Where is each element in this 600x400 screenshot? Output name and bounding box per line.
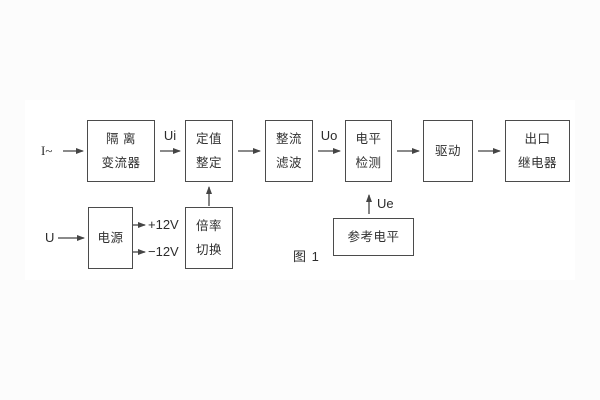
block-label: 电源 xyxy=(97,231,124,245)
label-signal-ui: Ui xyxy=(163,128,177,143)
block-label: 整流 xyxy=(275,132,302,146)
block-label: 出口 xyxy=(524,132,551,146)
label-signal-uo: Uo xyxy=(320,128,338,143)
label-rail-plus: +12V xyxy=(148,217,179,232)
block-setting-adjustment: 定值 整定 xyxy=(185,120,233,182)
block-label: 定值 xyxy=(195,132,222,146)
label-input-voltage: U xyxy=(45,230,55,245)
block-power-supply: 电源 xyxy=(88,207,133,269)
block-driver: 驱动 xyxy=(423,120,473,182)
block-rectifier-filter: 整流 滤波 xyxy=(265,120,313,182)
label-rail-minus: −12V xyxy=(148,244,179,259)
block-label: 继电器 xyxy=(517,156,557,170)
block-label: 整定 xyxy=(195,156,222,170)
block-ratio-switch: 倍率 切换 xyxy=(185,207,233,269)
block-level-detection: 电平 检测 xyxy=(345,120,392,182)
block-label: 倍率 xyxy=(195,219,222,233)
block-label: 参考电平 xyxy=(347,230,400,244)
block-label: 电平 xyxy=(355,132,382,146)
figure-caption: 图 1 xyxy=(293,249,320,264)
block-label: 驱动 xyxy=(434,144,461,158)
block-label: 变流器 xyxy=(101,156,141,170)
label-signal-ue: Ue xyxy=(377,196,394,211)
block-output-relay: 出口 继电器 xyxy=(505,120,570,182)
block-label: 隔 离 xyxy=(106,132,136,146)
block-reference-level: 参考电平 xyxy=(333,218,414,256)
label-input-current: I~ xyxy=(41,143,53,158)
block-label: 滤波 xyxy=(275,156,302,170)
block-label: 切换 xyxy=(195,243,222,257)
block-isolation-transformer: 隔 离 变流器 xyxy=(87,120,155,182)
block-label: 检测 xyxy=(355,156,382,170)
